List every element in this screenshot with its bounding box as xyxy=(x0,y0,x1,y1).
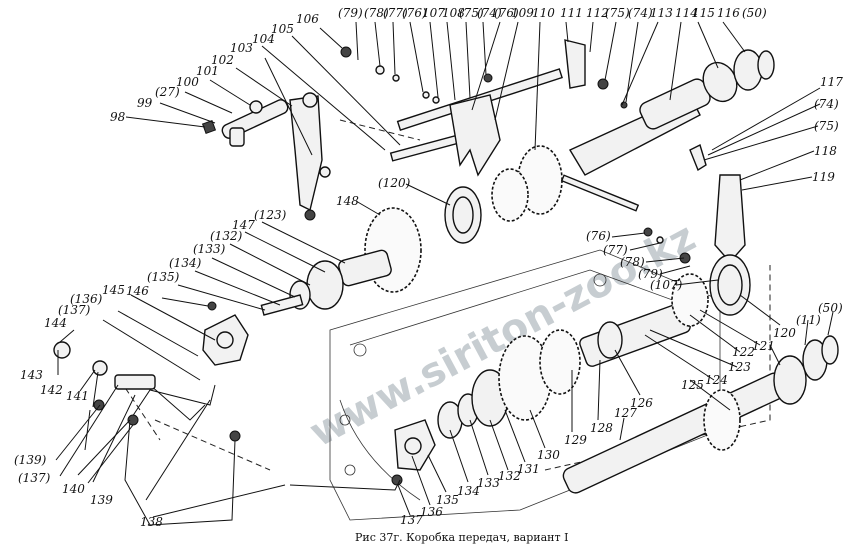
middle-gear-cluster xyxy=(444,144,751,316)
callout-123a: (123) xyxy=(254,208,287,222)
callout-105: 105 xyxy=(271,22,294,36)
callout-50b: (50) xyxy=(818,301,843,315)
callout-148: 148 xyxy=(336,194,359,208)
callout-120b: 120 xyxy=(773,326,796,340)
callout-76: (76) xyxy=(402,6,427,20)
callout-124: 124 xyxy=(705,373,728,387)
callout-136a: (136) xyxy=(70,292,103,306)
callout-75b: (75) xyxy=(605,6,630,20)
callout-79: (79) xyxy=(338,6,363,20)
callout-134a: (134) xyxy=(169,256,202,270)
callout-125: 125 xyxy=(681,378,704,392)
callout-140: 140 xyxy=(62,482,85,496)
callout-131: 131 xyxy=(517,462,540,476)
callout-74c: (74) xyxy=(814,97,839,111)
callout-74b: (74) xyxy=(628,6,653,20)
oil-pipe-assembly xyxy=(53,341,401,526)
callout-labels: 98 99 (27) 100 101 102 103 104 105 106 (… xyxy=(14,6,843,529)
callout-123: 123 xyxy=(728,360,751,374)
callout-126: 126 xyxy=(630,396,653,410)
upper-shaft xyxy=(568,49,775,176)
callout-114: 114 xyxy=(675,6,698,20)
callout-50a: (50) xyxy=(742,6,767,20)
callout-78b: (78) xyxy=(620,255,645,269)
callout-132a: (132) xyxy=(210,229,243,243)
callout-75: (75) xyxy=(459,6,484,20)
callout-141: 141 xyxy=(66,389,89,403)
callout-101: 101 xyxy=(196,64,219,78)
callout-144: 144 xyxy=(44,316,67,330)
callout-146: 146 xyxy=(126,284,149,298)
callout-137b: (137) xyxy=(18,471,51,485)
callout-103: 103 xyxy=(230,41,253,55)
callout-109: 109 xyxy=(511,6,534,20)
callout-112: 112 xyxy=(586,6,609,20)
callout-137a: (137) xyxy=(58,303,91,317)
cover-plate-left xyxy=(202,314,249,366)
callout-136: 136 xyxy=(420,505,443,519)
callout-130: 130 xyxy=(537,448,560,462)
callout-122: 122 xyxy=(732,345,755,359)
figure-caption: Рис 37г. Коробка передач, вариант I xyxy=(355,531,568,544)
callout-139: 139 xyxy=(90,493,113,507)
callout-139a: (139) xyxy=(14,453,47,467)
callout-108: 108 xyxy=(442,6,465,20)
callout-116: 116 xyxy=(717,6,740,20)
callout-127: 127 xyxy=(614,406,637,420)
callout-142: 142 xyxy=(40,383,63,397)
callout-134: 134 xyxy=(457,484,480,498)
callout-100: 100 xyxy=(176,75,199,89)
callout-135: 135 xyxy=(436,493,459,507)
callout-11: (11) xyxy=(796,313,821,327)
callout-98: 98 xyxy=(110,110,126,124)
callout-76b: (76) xyxy=(494,6,519,20)
callout-99: 99 xyxy=(137,96,153,110)
callout-102: 102 xyxy=(211,53,234,67)
callout-110: 110 xyxy=(532,6,555,20)
callout-132: 132 xyxy=(498,469,521,483)
shift-rod-assembly xyxy=(340,39,628,177)
callout-77: (77) xyxy=(383,6,408,20)
callout-79b: (79) xyxy=(638,267,663,281)
callout-120a: (120) xyxy=(378,176,411,190)
callout-133: 133 xyxy=(477,476,500,490)
callout-133a: (133) xyxy=(193,242,226,256)
callout-138: 138 xyxy=(140,515,163,529)
callout-74: (74) xyxy=(477,6,502,20)
callout-121: 121 xyxy=(752,339,775,353)
callout-128: 128 xyxy=(590,421,613,435)
leader-lines xyxy=(55,21,834,518)
cover-plate-lower xyxy=(391,419,436,486)
callout-137: 137 xyxy=(400,513,423,527)
input-shaft-left xyxy=(207,207,422,316)
callout-75c: (75) xyxy=(814,119,839,133)
callout-78: (78) xyxy=(364,6,389,20)
callout-76c: (76) xyxy=(586,229,611,243)
callout-115: 115 xyxy=(692,6,715,20)
callout-104: 104 xyxy=(252,32,275,46)
callout-107b: (107) xyxy=(650,278,683,292)
callout-145: 145 xyxy=(102,283,125,297)
callout-143: 143 xyxy=(20,368,43,382)
callout-129: 129 xyxy=(564,433,587,447)
callout-113: 113 xyxy=(650,6,673,20)
callout-27: (27) xyxy=(155,85,180,99)
callout-117: 117 xyxy=(820,75,843,89)
callout-135a: (135) xyxy=(147,270,180,284)
selector-lever-assembly xyxy=(201,92,331,221)
callout-106: 106 xyxy=(296,12,319,26)
callout-111: 111 xyxy=(560,6,583,20)
callout-118: 118 xyxy=(814,144,837,158)
main-shaft-gears xyxy=(437,273,709,439)
output-shaft-lower xyxy=(562,335,839,494)
callout-147: 147 xyxy=(232,218,255,232)
callout-119: 119 xyxy=(812,170,835,184)
callout-107: 107 xyxy=(422,6,445,20)
callout-77b: (77) xyxy=(603,243,628,257)
